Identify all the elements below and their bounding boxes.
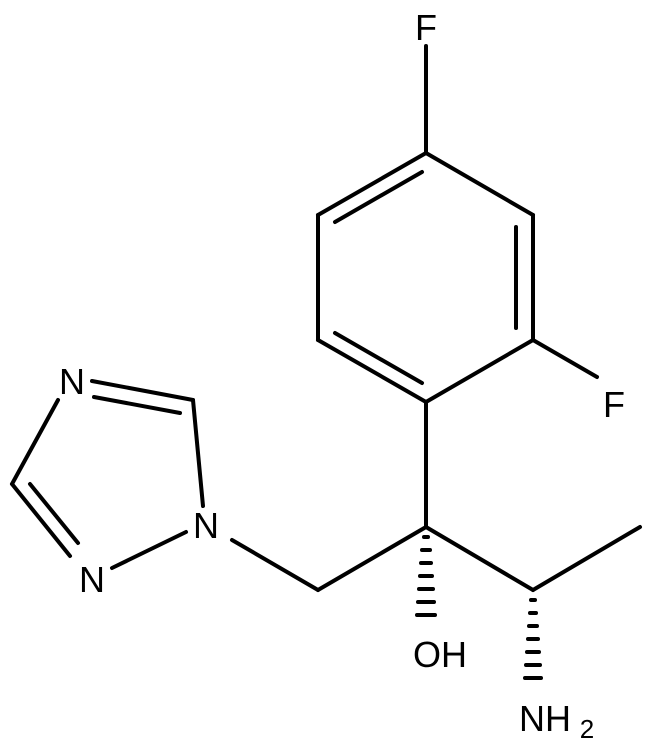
bond-ring-6-inner [333, 170, 424, 224]
hashed-wedge-nh2 [523, 598, 543, 680]
amine-label: NH [519, 698, 571, 739]
bond-c3-n2-inner [28, 482, 80, 545]
bond-ring-4 [316, 338, 428, 404]
bond-ch2-n1 [230, 538, 320, 592]
triazole-n1-label: N [193, 505, 219, 546]
triazole-n2-label: N [79, 559, 105, 600]
triazole-ring [10, 379, 205, 570]
bond-c2-c3 [424, 525, 535, 592]
bond-n4-c3 [10, 398, 60, 486]
bond-ring-3 [424, 338, 535, 404]
fluorine-top-label: F [415, 7, 437, 48]
bond-c3-n2 [10, 482, 72, 558]
hashed-wedge-oh [415, 535, 437, 617]
bond-ring-6 [316, 151, 428, 217]
amine-subscript-label: 2 [580, 714, 594, 744]
bond-c2-ch2 [316, 525, 428, 592]
bond-n1-c5 [191, 398, 205, 508]
bond-ring-1 [424, 151, 535, 217]
phenyl-ring [316, 151, 535, 404]
bond-ring-4-inner [333, 331, 424, 385]
hydroxyl-label: OH [413, 634, 467, 675]
bond-c5-n4-inner [92, 395, 182, 415]
bond-c3-ch3 [531, 525, 642, 592]
fluorine-right-label: F [603, 384, 625, 425]
bond-n2-n1 [110, 530, 188, 570]
triazole-n4-label: N [59, 361, 85, 402]
bond-c-f-right [531, 338, 599, 379]
bond-c5-n4 [90, 379, 195, 402]
